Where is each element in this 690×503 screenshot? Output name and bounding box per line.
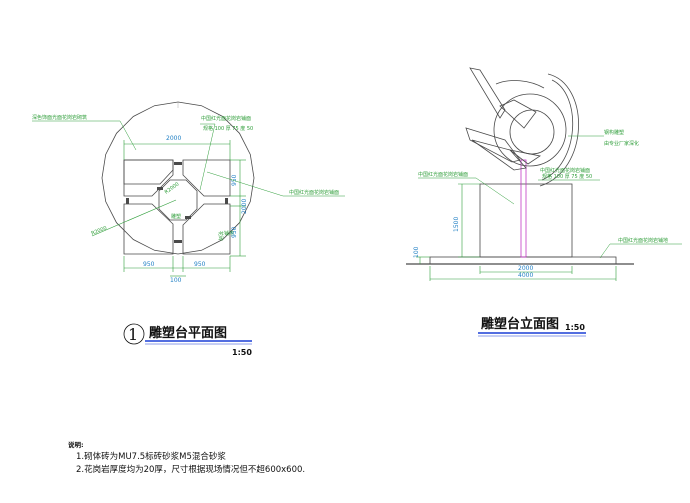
dim-right-total: 2000 xyxy=(241,199,248,214)
plan-scale: 1:50 xyxy=(232,348,252,357)
leader-elev-right-bottom-text: 中国红光面花岗岩铺地 xyxy=(618,237,668,244)
sculpture-blade-mid xyxy=(499,99,537,129)
sculpture-arc-right xyxy=(539,73,579,187)
leader-elev-right-top-text: 钢构雕塑 xyxy=(604,129,624,136)
dim-right-top: 950 xyxy=(231,174,238,186)
leader-right-text: 中国红光面花岗岩铺面 xyxy=(289,189,339,196)
dim-elev-base-label: 100 xyxy=(413,246,420,258)
notes-line2: 2.花岗岩厚度均为20厚，尺寸根据现场情况但不超600x600. xyxy=(76,464,305,475)
sculpture-arc-right2 xyxy=(541,79,574,181)
center-label: 雕塑 xyxy=(171,213,181,220)
dim-elev-outer-label: 4000 xyxy=(518,272,533,279)
dim-elev-width xyxy=(429,266,617,281)
plan-title: 雕塑台平面图 xyxy=(149,325,227,341)
sculpture-blade-left2 xyxy=(471,139,527,171)
notes-line1: 1.砌体砖为MU7.5标砖砂浆M5混合砂浆 xyxy=(76,451,226,462)
leader-left-text: 深色饰面光面花岗岩砌筑 xyxy=(32,114,87,121)
leader-elev-right-bottom xyxy=(599,243,682,259)
leader-elev-mid-text: 中国红光面花岗岩铺面 xyxy=(540,167,590,174)
leader-elev-mid-text2: 规格 100 厚 75 度 50 xyxy=(542,173,592,180)
dim-bottom-right: 950 xyxy=(194,261,206,268)
dim-right-bottom: 950 xyxy=(231,226,238,238)
plan-number: 1 xyxy=(128,325,138,344)
inner-label: 花砖 xyxy=(217,231,224,241)
notch-top xyxy=(174,162,182,165)
dim-top-label: 2000 xyxy=(166,135,181,142)
elevation-view: 1500 100 2000 4000 中国红光面花岗岩铺面 中国红光面花岗岩铺面… xyxy=(406,67,682,337)
quadrant-top-left xyxy=(123,159,174,185)
notes-heading: 说明: xyxy=(68,440,84,449)
center-octagon xyxy=(158,179,198,221)
dim-right xyxy=(230,159,246,257)
notes: 说明: 1.砌体砖为MU7.5标砖砂浆M5混合砂浆 2.花岗岩厚度均为20厚，尺… xyxy=(68,440,305,475)
notch-left xyxy=(126,198,129,204)
leader-elev-right-top-text2: 由专业厂家深化 xyxy=(604,140,639,147)
leader-left-line xyxy=(32,120,137,151)
leader-top-line xyxy=(199,123,216,191)
leader-top-text2: 规格 100 厚 75 度 50 xyxy=(203,125,253,132)
elev-title: 雕塑台立面图 xyxy=(481,316,559,332)
sculpture-blade-left xyxy=(465,127,521,163)
dim-bottom-gap: 100 xyxy=(170,277,182,284)
leader-elev-left-text: 中国红光面花岗岩铺面 xyxy=(418,171,468,178)
dim-top xyxy=(123,140,231,160)
sculpture xyxy=(465,67,579,187)
leader-top-text: 中国红光面花岗岩铺面 xyxy=(201,115,251,122)
inner-label2: 铺地 xyxy=(224,230,234,237)
radius-line xyxy=(91,199,177,237)
radius-label: R2000 xyxy=(91,225,108,237)
bump-2 xyxy=(185,216,191,219)
notch-right xyxy=(225,198,228,204)
elev-scale: 1:50 xyxy=(565,323,585,332)
sculpture-ring-outer xyxy=(493,93,567,167)
quadrant-bottom-right xyxy=(182,203,231,255)
bump-1 xyxy=(157,187,163,190)
quadrant-top-left-full xyxy=(123,159,174,197)
dim-elev-inner-label: 2000 xyxy=(518,265,533,272)
sculpture-curl xyxy=(495,80,545,89)
sculpture-ring-inner xyxy=(509,109,555,155)
quadrant-top-right xyxy=(182,159,231,197)
dim-bottom-left: 950 xyxy=(143,261,155,268)
dim-bottom xyxy=(123,256,231,272)
dim-elev-height xyxy=(416,183,480,264)
sculpture-pole xyxy=(520,159,527,258)
notch-bottom xyxy=(174,240,182,243)
quadrant-bottom-left xyxy=(123,203,174,255)
sculpture-blade-top xyxy=(469,67,506,119)
sculpture-blade-low xyxy=(509,149,542,165)
leader-right-diag xyxy=(206,171,284,197)
plan-number-circle xyxy=(123,323,145,345)
dim-elev-height-label: 1500 xyxy=(453,217,460,232)
leader-elev-left xyxy=(418,177,515,205)
base-slab xyxy=(429,256,617,265)
plan-outer-polygon xyxy=(101,101,255,255)
plan-view: R2000 R2000 雕塑 花砖 铺地 2000 950 950 100 xyxy=(32,101,345,357)
